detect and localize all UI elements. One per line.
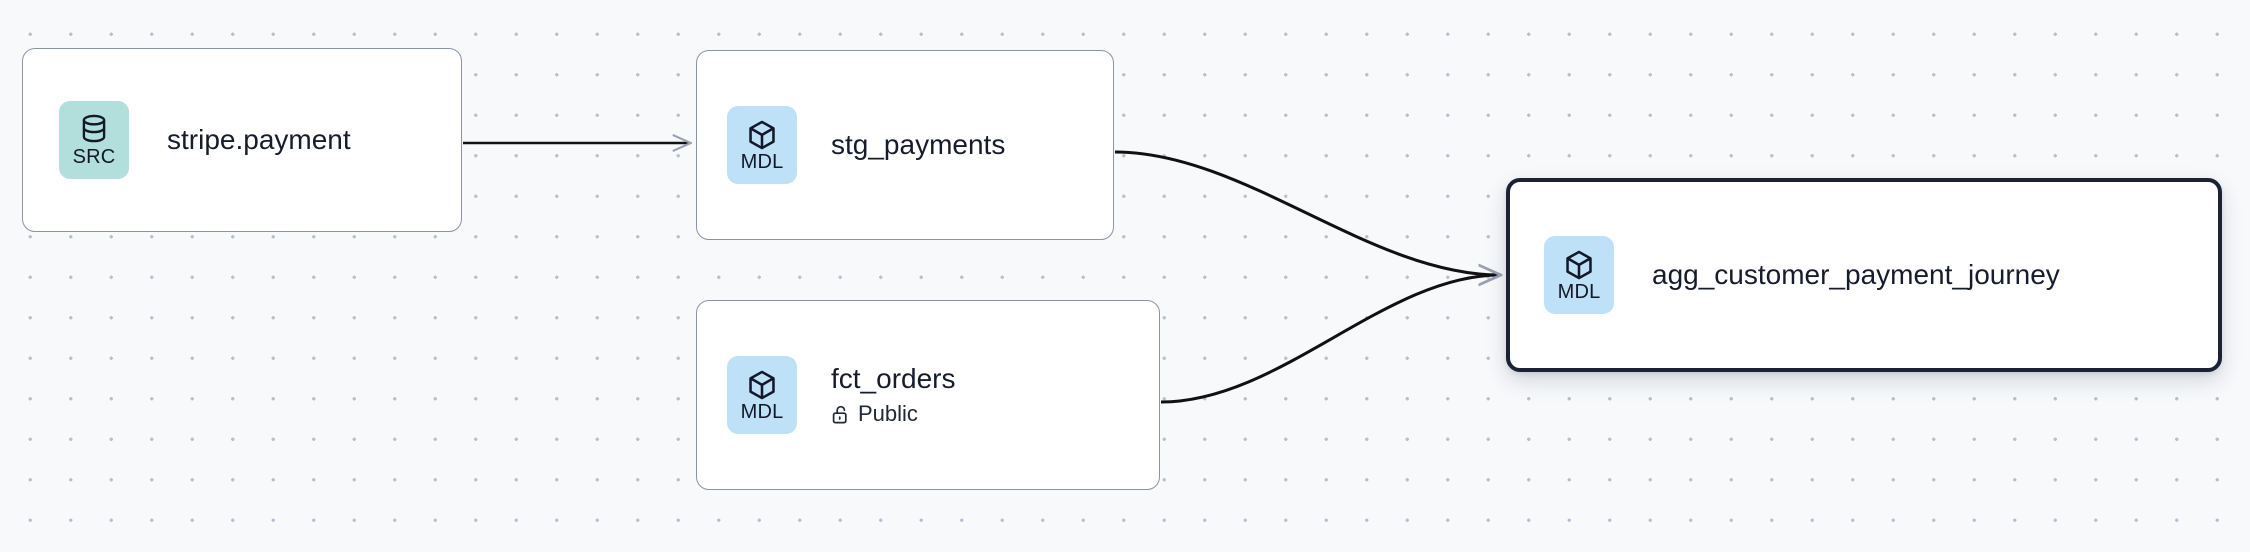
edge-fct-to-agg (1160, 275, 1500, 404)
node-title: fct_orders (831, 363, 956, 395)
node-agg-customer-payment-journey[interactable]: MDL agg_customer_payment_journey (1506, 178, 2222, 372)
unlock-icon (831, 404, 851, 425)
node-stg-payments[interactable]: MDL stg_payments (696, 50, 1114, 240)
node-visibility: Public (831, 401, 956, 426)
node-body: stg_payments (831, 129, 1005, 161)
node-title: agg_customer_payment_journey (1652, 258, 2060, 290)
node-badge-src: SRC (59, 101, 129, 179)
node-badge-label: SRC (72, 145, 116, 168)
node-badge-label: MDL (1557, 280, 1601, 303)
node-badge-mdl: MDL (1544, 236, 1614, 314)
node-fct-orders[interactable]: MDL fct_orders Public (696, 300, 1160, 490)
database-icon (79, 114, 109, 146)
node-body: stripe.payment (167, 124, 351, 156)
node-badge-label: MDL (740, 400, 784, 423)
node-badge-label: MDL (740, 150, 784, 173)
node-visibility-label: Public (858, 401, 918, 427)
cube-icon (746, 369, 778, 401)
node-stripe-payment[interactable]: SRC stripe.payment (22, 48, 462, 232)
node-title: stg_payments (831, 128, 1006, 160)
edge-stg-to-agg (1114, 150, 1500, 275)
node-title: stripe.payment (167, 123, 351, 155)
node-body: fct_orders Public (831, 363, 956, 426)
cube-icon (1563, 249, 1595, 281)
node-badge-mdl: MDL (727, 356, 797, 434)
cube-icon (746, 119, 778, 151)
node-body: agg_customer_payment_journey (1652, 259, 2060, 291)
node-badge-mdl: MDL (727, 106, 797, 184)
